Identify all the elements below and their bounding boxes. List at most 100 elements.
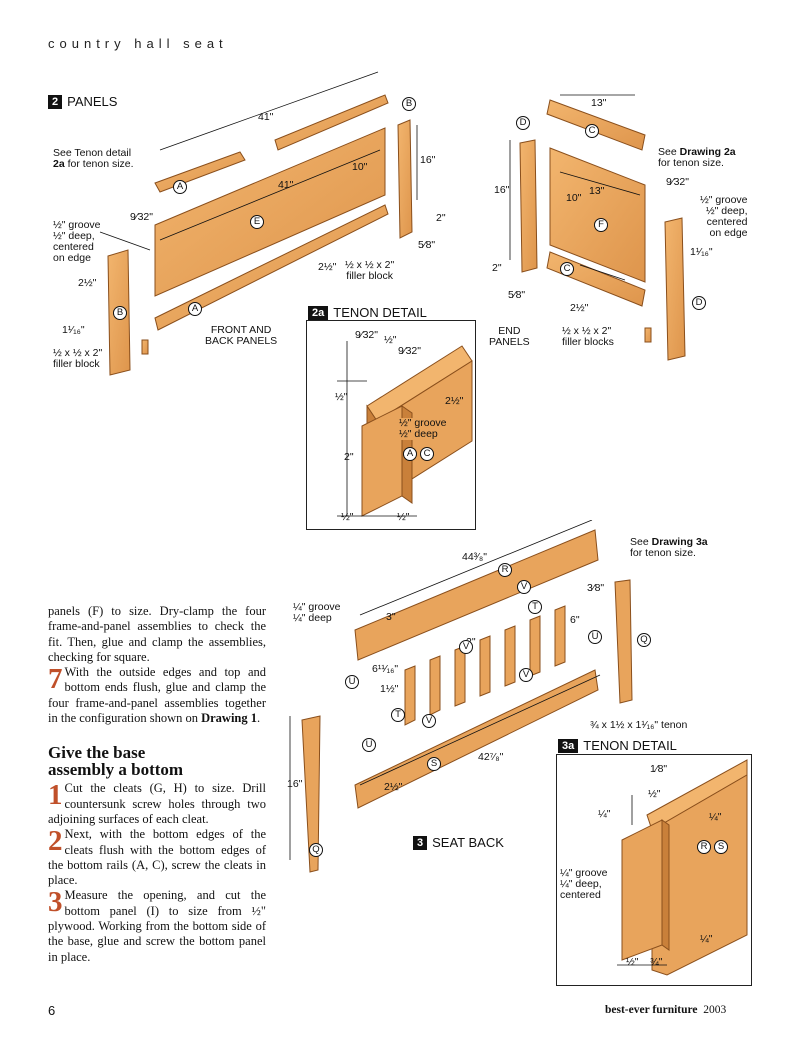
figure-number: 3 (413, 835, 428, 850)
end-groove-note: ½" groove ½" deep, centered on edge (700, 194, 748, 239)
part-d-callout-right: D (692, 296, 706, 310)
dim-16: 16" (420, 154, 436, 166)
page-number: 6 (48, 1003, 56, 1018)
part-u-callout-c: U (362, 738, 376, 752)
figure-title: PANELS (67, 94, 118, 109)
tenon-2a-d-2: 2" (344, 451, 354, 463)
filler-block-left (141, 339, 149, 355)
tenon-3a-d-half: ½" (648, 788, 661, 800)
tenon-2a-groove-note: ½" groove ½" deep (399, 417, 447, 440)
seat-back-title: 3 SEAT BACK (413, 835, 504, 850)
panel-f (549, 147, 646, 283)
step-number: 7 (48, 663, 63, 696)
end-panels-label: END PANELS (489, 325, 530, 348)
dim-44-3-8: 44³⁄₈" (462, 551, 488, 563)
rail-a-bottom (154, 204, 389, 331)
running-title: country hall seat (48, 36, 228, 51)
dim-1-1-16: 1¹⁄₁₆" (62, 324, 85, 336)
paragraph: panels (F) to size. Dry-clamp the four f… (48, 604, 266, 664)
part-v-callout-b: V (459, 640, 473, 654)
dim-3-8: 3⁄8" (587, 582, 605, 594)
part-d-callout-left: D (516, 116, 530, 130)
tenon-2a-d-half-d: ½" (397, 511, 410, 523)
groove-note: ½" groove ½" deep, centered on edge (53, 219, 101, 264)
part-f-callout: F (594, 218, 608, 232)
dim-6-11-16: 6¹¹⁄₁₆" (372, 663, 399, 675)
part-r-callout: R (498, 563, 512, 577)
footer-brand: best-ever furniture 2003 (605, 1004, 727, 1016)
tenon-note: See Tenon detail 2a for tenon size. (53, 147, 134, 170)
part-q-callout-b: Q (309, 843, 323, 857)
dim-16: 16" (287, 778, 303, 790)
dim-3: 3" (386, 611, 396, 623)
part-a-callout-top: A (173, 180, 187, 194)
filler-block-right (644, 327, 652, 343)
tenon-3a-groove-note: ¼" groove ¼" deep, centered (560, 867, 608, 901)
panels-figure-title: 2 PANELS (48, 94, 117, 109)
end-dim-2: 2" (492, 262, 502, 274)
tenon-2a-d-half-b: ½" (335, 391, 348, 403)
tenon-2a-d-half-c: ½" (341, 511, 354, 523)
end-dim-5-8: 5⁄8" (508, 289, 526, 301)
part-a-callout-bottom: A (188, 302, 202, 316)
dim-10: 10" (352, 161, 368, 173)
tenon-2a-d-2-half: 2½" (445, 395, 464, 407)
part-r-callout: R (697, 840, 711, 854)
filler-block-note: ½ x ½ x 2" filler block (53, 347, 103, 370)
stile-d-right (664, 217, 686, 361)
tenon-2a-box (306, 320, 476, 530)
figure-number: 3a (558, 738, 579, 753)
dim-41-top: 41" (258, 111, 274, 123)
section-heading: Give the base assembly a bottom (48, 743, 184, 780)
step-number: 1 (48, 779, 63, 812)
dim-1-half: 1½" (380, 683, 399, 695)
figure-number: 2a (308, 305, 329, 320)
step-1: 1 Cut the cleats (G, H) to size. Drill c… (48, 779, 266, 826)
step-number: 2 (48, 825, 63, 858)
stile-d-left (519, 139, 538, 273)
dim-2-half-b: 2½" (78, 277, 97, 289)
part-v-callout-a: V (517, 580, 531, 594)
part-c-callout-bottom: C (560, 262, 574, 276)
tenon-3a-d-quarter-a: ¼" (598, 808, 611, 820)
stile-b-right (397, 119, 413, 239)
tenon-2a-title: 2a TENON DETAIL (308, 305, 427, 320)
dim-5-8: 5⁄8" (418, 239, 436, 251)
part-c-callout: C (420, 447, 434, 461)
dim-41-mid: 41" (278, 179, 294, 191)
dim-9-32: 9⁄32" (130, 211, 153, 223)
rail-s (354, 669, 599, 809)
tenon-3a-d-quarter-b: ¼" (709, 811, 722, 823)
tenon-2a-d-half-a: ½" (384, 334, 397, 346)
panel-e (154, 127, 386, 297)
dim-42-7-8: 42⁷⁄₈" (478, 751, 504, 763)
tenon-3a-box (556, 754, 752, 986)
end-dim-16: 16" (494, 184, 510, 196)
part-v-callout-c: V (519, 668, 533, 682)
figure-title: TENON DETAIL (333, 305, 427, 320)
figure-title: SEAT BACK (432, 835, 504, 850)
part-s-callout: S (714, 840, 728, 854)
step-number: 3 (48, 886, 63, 919)
tenon-2a-illustration (337, 341, 473, 517)
figure-number: 2 (48, 94, 63, 109)
seat-back-groove-note: ¼" groove ¼" deep (293, 601, 341, 624)
end-dim-2-half: 2½" (570, 302, 589, 314)
part-t-callout-b: T (391, 708, 405, 722)
leg-q-right (614, 579, 633, 704)
part-v-callout-d: V (422, 714, 436, 728)
part-b-callout-left: B (113, 306, 127, 320)
end-dim-10: 10" (566, 192, 582, 204)
step-2: 2 Next, with the bottom edges of the cle… (48, 825, 266, 888)
tenon-2a-d-9-32-b: 9⁄32" (398, 345, 421, 357)
tenon-2a-d-9-32-a: 9⁄32" (355, 329, 378, 341)
tenon-3a-d-3-4: ¾" (650, 956, 663, 968)
article-text: panels (F) to size. Dry-clamp the four f… (48, 604, 266, 965)
end-dim-1-1-16: 1¹⁄₁₆" (690, 246, 713, 258)
rail-a-top-left (154, 151, 246, 193)
part-q-callout-a: Q (637, 633, 651, 647)
part-u-callout-a: U (588, 630, 602, 644)
part-a-callout: A (403, 447, 417, 461)
tenon-3a-d-1-8: 1⁄8" (650, 763, 668, 775)
filler-block-note-b: ½ x ½ x 2" filler block (345, 259, 395, 282)
